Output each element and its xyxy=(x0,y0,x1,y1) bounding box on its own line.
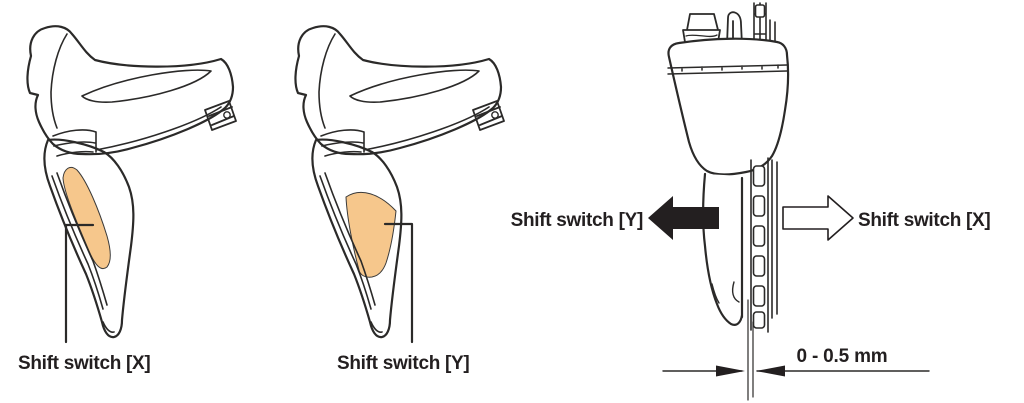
adjust-knob-detail xyxy=(685,34,718,38)
front-shift-switch-y-label: Shift switch [Y] xyxy=(511,210,643,231)
blade-front-outline xyxy=(702,172,744,326)
front-shift-switch-x-label: Shift switch [X] xyxy=(858,210,990,231)
white-right-arrow-icon xyxy=(782,195,854,241)
strip-link xyxy=(752,311,766,329)
switch-unit-strip xyxy=(750,157,778,333)
left-lever-figure: Shift switch [X] xyxy=(18,25,238,374)
strip-link xyxy=(752,165,766,187)
dimension-right-arrowhead xyxy=(756,365,785,377)
blade-front-fill xyxy=(703,174,742,326)
strip-link xyxy=(752,195,766,217)
front-view-figure: 0 - 0.5 mm Shift switch [Y] Shift switch… xyxy=(511,2,991,401)
leader-line-x xyxy=(64,223,95,344)
strip-link xyxy=(752,225,766,247)
blade-front-detail xyxy=(711,281,740,304)
strip-link xyxy=(752,255,766,277)
lever-body xyxy=(295,26,504,338)
body-band-lines xyxy=(667,64,788,75)
black-left-arrow-icon xyxy=(648,196,719,240)
lever-body xyxy=(27,26,237,338)
shift-switch-x-label: Shift switch [X] xyxy=(18,353,150,374)
measure-gap-lines xyxy=(747,299,754,401)
top-rail-link xyxy=(754,4,766,18)
dimension-right xyxy=(756,365,930,377)
leader-line-y xyxy=(383,222,414,344)
strip-rails xyxy=(750,157,778,333)
top-rails xyxy=(753,2,776,59)
clearance-value: 0 - 0.5 mm xyxy=(797,346,888,367)
dimension-left xyxy=(662,365,745,377)
dimension-left-arrowhead xyxy=(716,365,745,377)
body-front xyxy=(667,37,790,176)
shift-switch-y-label: Shift switch [Y] xyxy=(337,353,469,374)
strip-link xyxy=(752,285,766,307)
middle-lever-figure: Shift switch [Y] xyxy=(294,25,506,374)
